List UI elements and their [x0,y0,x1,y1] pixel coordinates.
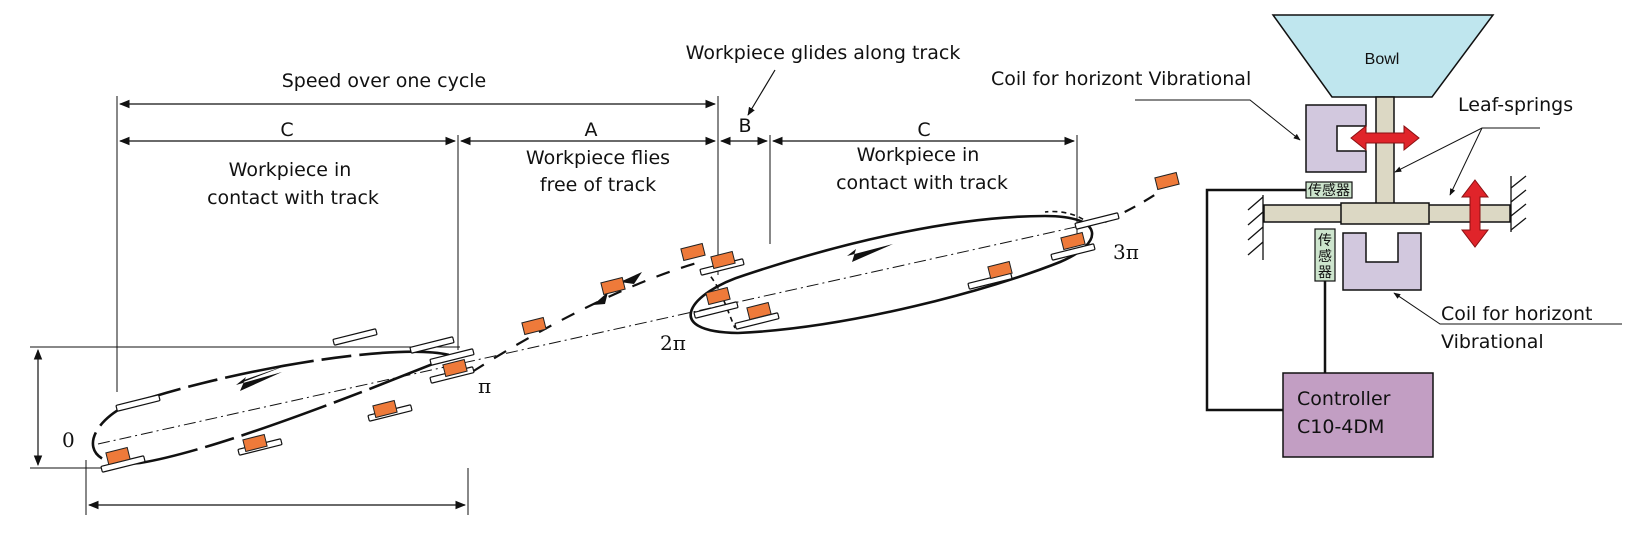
cycle-orbits [91,189,1163,466]
workpiece [746,301,772,321]
controller-line1: Controller [1297,388,1391,410]
track-segment [693,301,739,319]
direction-arrows [236,244,893,391]
track-segment [332,328,378,346]
c-left-label: C [280,119,293,141]
sensor-vertical-char1: 传 [1318,233,1332,249]
coil-top-label: Coil for horizont Vibrational [991,68,1251,90]
workpiece [242,433,268,453]
right-wall [1510,175,1527,232]
b-label: B [738,115,751,137]
coil-bottom-line2: Vibrational [1441,331,1544,353]
coil-bottom-shape [1342,232,1422,291]
vertical-vibration-arrow [1460,179,1490,248]
workpiece [1060,231,1086,251]
workpiece [442,358,468,378]
orbit-centerline [97,217,1117,445]
workpiece [105,446,131,466]
angle-zero-label: 0 [62,428,75,452]
flight-path [471,260,701,373]
a-label: A [585,119,598,141]
contact-left-line2: contact with track [207,187,379,209]
glides-label: Workpiece glides along track [686,42,961,64]
bowl-shape [1271,14,1495,98]
workpieces [105,171,1180,466]
coil-bottom-line1: Coil for horizont [1441,303,1593,325]
speed-cycle-label: Speed over one cycle [282,70,487,92]
workpiece [600,276,626,296]
orbit-right [689,214,1094,335]
track-segment [967,272,1013,290]
angle-pi-label: π [478,374,491,398]
dimension-arrows [33,69,1076,510]
workpiece [372,399,398,419]
workpiece [680,242,706,262]
sensor-vertical-char2: 感 [1318,248,1332,265]
workpiece [521,316,547,336]
workpiece [987,260,1013,280]
angle-two-pi-label: 2π [660,331,686,355]
contact-right-line1: Workpiece in [857,144,980,166]
workpiece [705,286,731,306]
track-segment [409,336,455,354]
glide-pointer-arrow [747,69,776,116]
orbit-left [91,350,454,466]
vertical-shaft [1375,96,1395,205]
coil-top-shape [1305,104,1367,173]
controller-wiring [1205,188,1327,412]
sensor-vertical-char3: 器 [1318,265,1332,281]
center-block [1340,202,1430,225]
flies-free-line1: Workpiece flies [526,147,670,169]
contact-right-line2: contact with track [836,172,1008,194]
leader-lines [1135,99,1622,325]
controller-box [1282,372,1434,458]
leaf-springs-label: Leaf-springs [1458,94,1573,116]
horizontal-vibration-arrow [1350,124,1420,152]
bowl-label: Bowl [1365,51,1400,68]
controller-line2: C10-4DM [1297,416,1384,438]
track-segment [1074,212,1120,230]
feeder-schematic: Bowl [991,14,1622,458]
workpiece [710,250,736,270]
track-segment [429,348,475,366]
angle-three-pi-label: 3π [1113,240,1139,264]
left-wall [1247,195,1264,260]
workpiece [1154,171,1180,191]
flies-free-line2: free of track [540,174,656,196]
sensor-small-label: 传感器 [1308,182,1350,199]
track-segment [1050,243,1096,261]
contact-left-line1: Workpiece in [229,159,352,181]
track-segment [115,394,161,412]
c-right-label: C [917,119,930,141]
dimension-lines [30,96,1078,515]
